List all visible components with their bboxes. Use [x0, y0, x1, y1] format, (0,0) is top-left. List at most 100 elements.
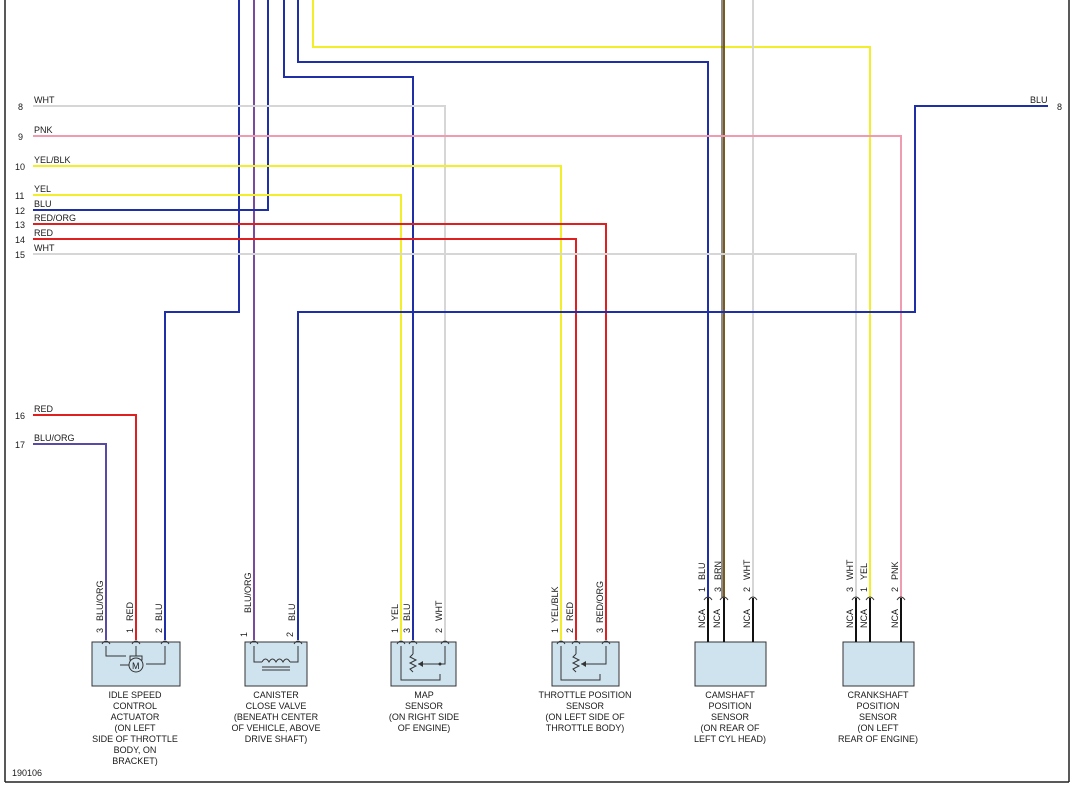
- caption-line: (ON REAR OF: [700, 723, 760, 733]
- pin-color: BLU: [402, 603, 412, 621]
- terminal-color: RED: [34, 404, 54, 414]
- pin-color: BLU: [287, 603, 297, 621]
- pin-color: YEL: [390, 604, 400, 621]
- nca-label: NCA: [845, 609, 855, 628]
- wire-17-bluorg: [33, 443, 107, 640]
- nca-label: NCA: [742, 609, 752, 628]
- terminal-color: RED: [34, 228, 54, 238]
- caption-line: CRANKSHAFT: [847, 690, 909, 700]
- caption-line: BODY, ON: [114, 745, 157, 755]
- camshaft-body: [694, 641, 767, 687]
- crankshaft-position-sensor: 3 WHT 1 YEL 2 PNK NCA NCA NCA CRANKSHAFT…: [838, 559, 918, 744]
- crankshaft-caption: CRANKSHAFT POSITION SENSOR (ON LEFT REAR…: [838, 690, 918, 744]
- caption-line: (ON LEFT: [114, 723, 156, 733]
- pin-color: WHT: [742, 559, 752, 580]
- wires: [33, 0, 1048, 640]
- pin-num: 3: [845, 587, 855, 592]
- pin-num: 3: [402, 628, 412, 633]
- wire-16-red: [33, 414, 137, 640]
- pin-color: PNK: [890, 561, 900, 580]
- pin-num: 3: [595, 628, 605, 633]
- caption-line: MAP: [414, 690, 434, 700]
- wire-right-8-blu: [297, 105, 1048, 640]
- pin-color: BLU: [697, 562, 707, 580]
- terminal-num: 15: [15, 250, 25, 260]
- coil-icon: [261, 658, 291, 663]
- caption-line: OF VEHICLE, ABOVE: [231, 723, 320, 733]
- map-sensor: 1 YEL 3 BLU 2 WHT MAP SENSOR (ON RIGHT S…: [389, 600, 459, 733]
- wire-blu-top-1: [164, 0, 240, 640]
- motor-symbol: M: [132, 661, 140, 671]
- caption-line: ACTUATOR: [111, 712, 160, 722]
- wire-blu-top-map: [283, 0, 414, 640]
- tps-caption: THROTTLE POSITION SENSOR (ON LEFT SIDE O…: [538, 690, 631, 733]
- terminal-num: 10: [15, 162, 25, 172]
- caption-line: THROTTLE BODY): [546, 723, 625, 733]
- pin-color: RED: [565, 601, 575, 621]
- caption-line: CLOSE VALVE: [246, 701, 307, 711]
- pin-color: BLU: [154, 603, 164, 621]
- caption-line: POSITION: [708, 701, 751, 711]
- caption-line: THROTTLE POSITION: [538, 690, 631, 700]
- terminal-color: BLU: [34, 199, 52, 209]
- caption-line: DRIVE SHAFT): [245, 734, 308, 744]
- diagram-id: 190106: [12, 768, 42, 778]
- terminal-num: 16: [15, 411, 25, 421]
- caption-line: BRACKET): [112, 756, 158, 766]
- canister-body: [244, 641, 308, 687]
- nca-label: NCA: [697, 609, 707, 628]
- caption-line: CONTROL: [113, 701, 157, 711]
- idle-speed-caption: IDLE SPEED CONTROL ACTUATOR (ON LEFT SID…: [92, 690, 178, 766]
- caption-line: SENSOR: [711, 712, 750, 722]
- pin-num: 3: [713, 587, 723, 592]
- potentiometer-icon: [408, 653, 418, 673]
- caption-line: SIDE OF THROTTLE: [92, 734, 178, 744]
- caption-line: CAMSHAFT: [705, 690, 755, 700]
- idle-speed-actuator: M 3 BLU/ORG 1 RED 2 BLU IDLE SPEED CONTR…: [91, 580, 181, 766]
- canister-close-valve: 1 BLU/ORG 2 BLU CANISTER CLOSE VALVE (BE…: [231, 572, 320, 744]
- nca-label: NCA: [712, 609, 722, 628]
- camshaft-position-sensor: 1 BLU 3 BRN 2 WHT NCA NCA NCA CAMSHAFT P…: [694, 559, 767, 744]
- terminal-color: YEL: [34, 184, 51, 194]
- wire-yel-top-crank: [312, 0, 871, 598]
- wire-13-redorg: [33, 223, 607, 640]
- pin-num: 2: [890, 587, 900, 592]
- crankshaft-body: [842, 641, 915, 687]
- caption-line: SENSOR: [566, 701, 605, 711]
- right-terminal-num: 8: [1057, 102, 1062, 112]
- terminal-num: 13: [15, 220, 25, 230]
- caption-line: LEFT CYL HEAD): [694, 734, 766, 744]
- camshaft-caption: CAMSHAFT POSITION SENSOR (ON REAR OF LEF…: [694, 690, 766, 744]
- pin-num: 2: [742, 587, 752, 592]
- caption-line: OF ENGINE): [398, 723, 451, 733]
- pin-num: 1: [390, 628, 400, 633]
- pin-num: 1: [125, 628, 135, 633]
- pin-num: 2: [434, 628, 444, 633]
- wire-8-wht: [33, 105, 446, 640]
- pin-num: 1: [859, 587, 869, 592]
- pin-num: 2: [285, 632, 295, 637]
- terminal-num: 11: [15, 191, 24, 201]
- pin-color: BLU/ORG: [95, 580, 105, 621]
- terminal-color: BLU/ORG: [34, 433, 75, 443]
- terminal-num: 14: [15, 235, 25, 245]
- terminal-color: YEL/BLK: [34, 155, 71, 165]
- pin-color: RED: [125, 601, 135, 621]
- terminal-color: PNK: [34, 125, 53, 135]
- nca-label: NCA: [890, 609, 900, 628]
- caption-line: REAR OF ENGINE): [838, 734, 918, 744]
- map-sensor-caption: MAP SENSOR (ON RIGHT SIDE OF ENGINE): [389, 690, 459, 733]
- wire-10-yelblk: [33, 165, 562, 640]
- wire-blu-top-12: [33, 0, 269, 211]
- terminal-color: WHT: [34, 243, 55, 253]
- wire-14-red: [33, 238, 577, 640]
- pin-num: 2: [154, 628, 164, 633]
- pin-num: 1: [697, 587, 707, 592]
- wire-9-pnk: [33, 135, 902, 598]
- terminal-num: 12: [15, 206, 25, 216]
- caption-line: (ON LEFT SIDE OF: [545, 712, 625, 722]
- pin-color: RED/ORG: [595, 581, 605, 623]
- canister-caption: CANISTER CLOSE VALVE (BENEATH CENTER OF …: [231, 690, 320, 744]
- pin-color: BLU/ORG: [243, 572, 253, 613]
